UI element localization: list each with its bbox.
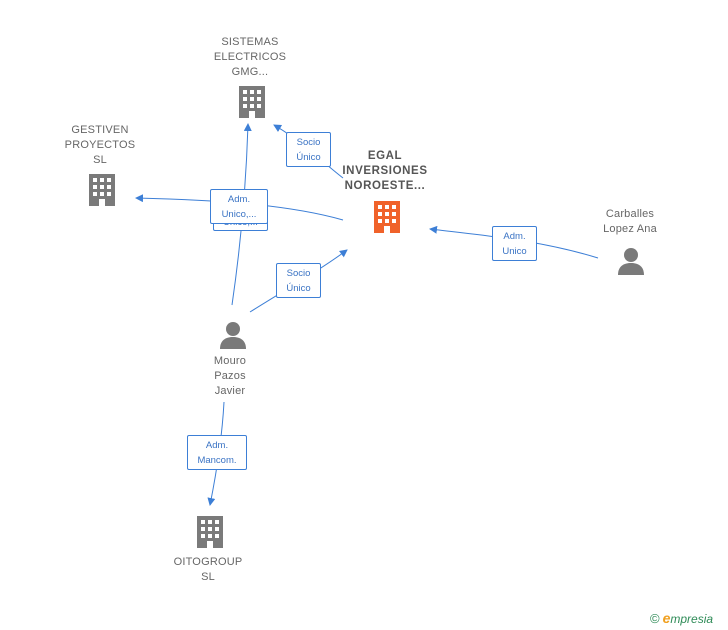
relation-label-oitogroup-adm[interactable]: Adm. Mancom. — [187, 435, 247, 470]
person-icon[interactable] — [616, 246, 646, 276]
person-icon[interactable] — [218, 320, 248, 350]
building-icon-main[interactable] — [371, 199, 403, 235]
building-icon[interactable] — [236, 84, 268, 120]
brand-name: mpresia — [670, 612, 714, 626]
relation-label-egal-socio[interactable]: Socio Único — [276, 263, 321, 298]
building-icon[interactable] — [86, 172, 118, 208]
building-icon[interactable] — [194, 514, 226, 550]
node-label-carballes[interactable]: Carballes Lopez Ana — [603, 208, 657, 235]
node-label-mouro[interactable]: Mouro Pazos Javier — [213, 355, 247, 397]
node-label-egal[interactable]: EGAL INVERSIONES NOROESTE... — [342, 150, 428, 192]
node-label-oitogroup[interactable]: OITOGROUP SL — [173, 556, 243, 583]
node-label-sistemas[interactable]: SISTEMAS ELECTRICOS GMG... — [213, 36, 287, 78]
relation-label-gestiven-adm[interactable]: Adm. Unico,... — [210, 189, 268, 224]
node-label-gestiven[interactable]: GESTIVEN PROYECTOS SL — [64, 124, 136, 166]
empresia-watermark[interactable]: ©empresia — [650, 610, 713, 626]
relation-label-sistemas-socio[interactable]: Socio Único — [286, 132, 331, 167]
brand-initial: e — [662, 610, 671, 626]
copyright-icon: © — [650, 611, 660, 626]
relation-label-carballes-adm[interactable]: Adm. Unico — [492, 226, 537, 261]
